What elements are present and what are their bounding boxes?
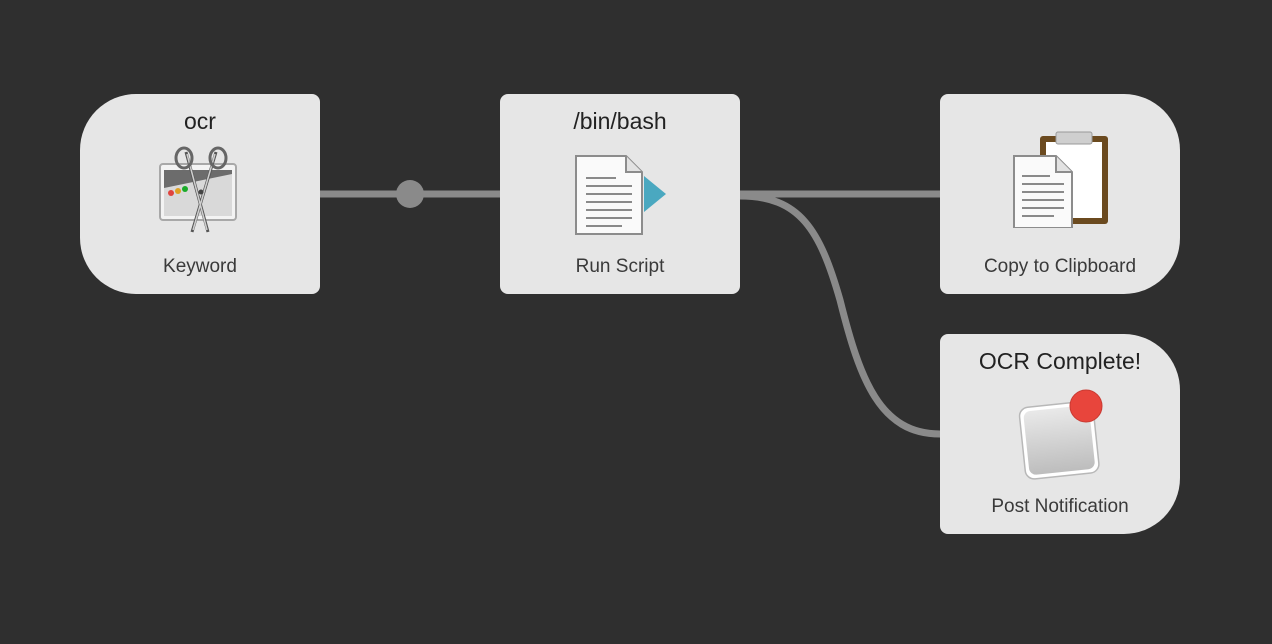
node-title: ocr [184, 108, 216, 134]
copy-to-clipboard-node[interactable]: Copy to Clipboard [940, 94, 1180, 294]
notification-icon [1018, 389, 1103, 480]
clipboard-icon [1013, 131, 1108, 228]
wire-junction-handle[interactable] [396, 180, 424, 208]
keyword-node[interactable]: ocr Keyword [80, 94, 320, 294]
node-label: Post Notification [991, 496, 1129, 517]
node-label: Copy to Clipboard [983, 256, 1137, 277]
script-document-icon [575, 155, 666, 235]
scissors-screenshot-icon [159, 146, 237, 233]
node-label: Run Script [575, 256, 665, 277]
node-title: OCR Complete! [978, 348, 1142, 374]
run-script-node[interactable]: /bin/bash Run Script [500, 94, 740, 294]
node-title: /bin/bash [573, 108, 667, 134]
post-notification-node[interactable]: OCR Complete! Post Notification [940, 334, 1180, 534]
node-label: Keyword [163, 256, 237, 277]
wire-script-to-notification[interactable] [739, 192, 941, 438]
